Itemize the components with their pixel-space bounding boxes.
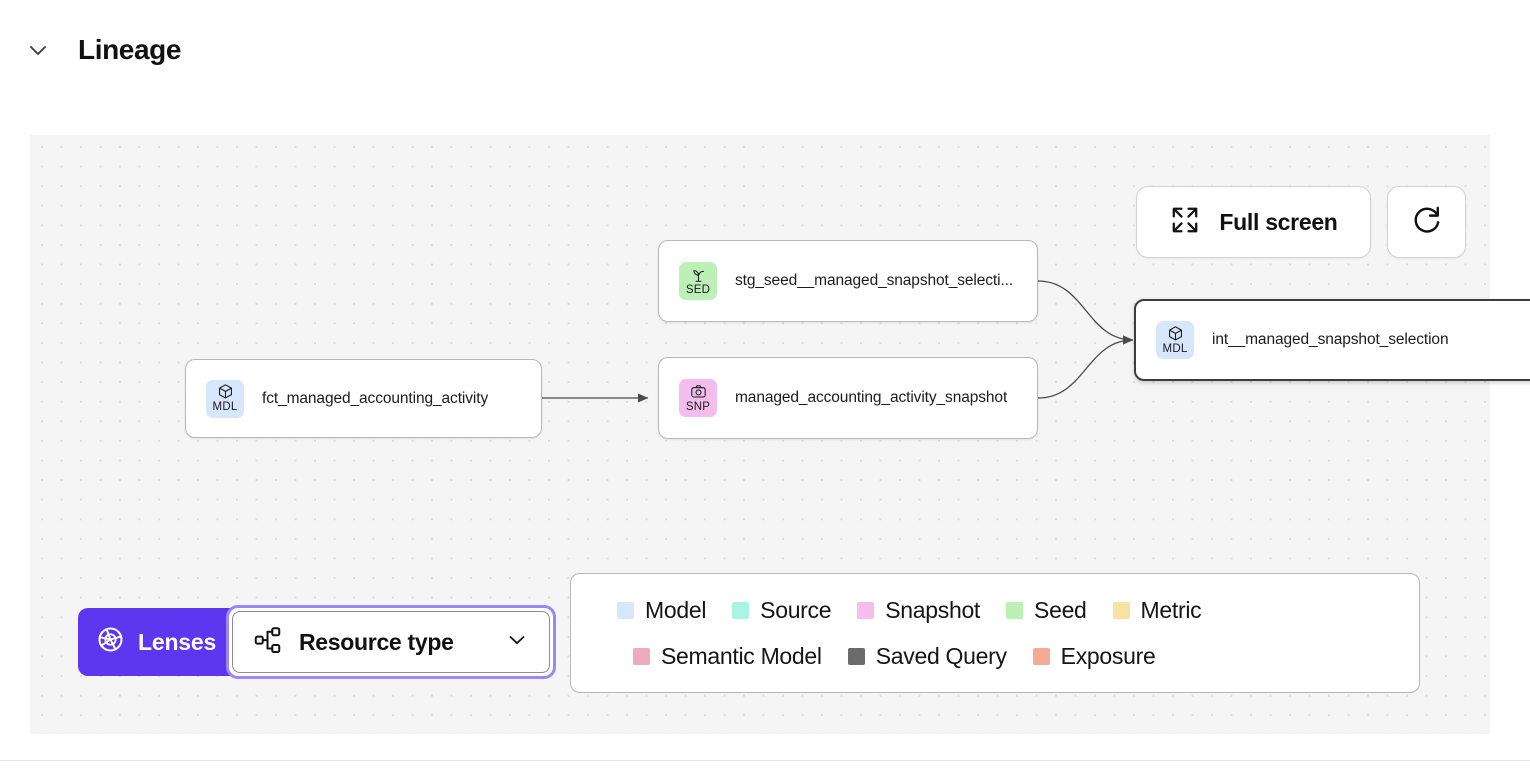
legend-swatch-snapshot xyxy=(857,601,875,619)
chevron-down-icon[interactable] xyxy=(16,38,60,62)
lineage-node-int-managed-snapshot-selection[interactable]: MDL int__managed_snapshot_selection xyxy=(1134,299,1530,381)
page-title: Lineage xyxy=(78,34,182,65)
refresh-icon xyxy=(1410,203,1444,242)
lineage-node-label: fct_managed_accounting_activity xyxy=(262,389,489,407)
lineage-section-header: Lineage xyxy=(0,22,181,78)
legend-label-snapshot: Snapshot xyxy=(885,596,981,623)
resource-type-dropdown[interactable]: Resource type xyxy=(232,611,550,673)
fullscreen-label: Full screen xyxy=(1219,208,1338,235)
canvas-action-bar: Full screen xyxy=(1136,186,1466,258)
refresh-button[interactable] xyxy=(1387,186,1466,258)
lineage-node-label: stg_seed__managed_snapshot_selecti... xyxy=(735,272,1014,289)
legend-row-secondary: Semantic Model Saved Query Exposure xyxy=(595,636,1395,676)
legend-item-seed: Seed xyxy=(1006,597,1087,624)
edge-seed-to-int xyxy=(1037,280,1134,345)
legend-item-model: Model xyxy=(617,597,706,624)
expand-arrows-icon xyxy=(1169,204,1201,241)
legend-label-model: Model xyxy=(645,596,707,623)
node-type-abbr: SNP xyxy=(685,400,711,413)
lineage-node-fct-managed-accounting-activity[interactable]: MDL fct_managed_accounting_activity xyxy=(185,359,542,438)
aperture-icon xyxy=(96,625,125,659)
legend-item-metric: Metric xyxy=(1112,596,1202,624)
legend-item-semantic-model: Semantic Model xyxy=(633,643,822,670)
lineage-graph-canvas[interactable]: MDL fct_managed_accounting_activity SED … xyxy=(30,135,1530,734)
legend-item-snapshot: Snapshot xyxy=(857,597,980,624)
legend-label-seed: Seed xyxy=(1034,596,1087,623)
lenses-button[interactable]: Lenses xyxy=(78,608,245,676)
node-type-abbr: MDL xyxy=(1162,342,1188,355)
legend-swatch-saved-query xyxy=(847,647,865,665)
legend-label-metric: Metric xyxy=(1140,596,1202,623)
resource-type-focus-ring[interactable]: Resource type xyxy=(226,605,556,679)
legend-swatch-exposure xyxy=(1032,647,1050,665)
camera-icon: SNP xyxy=(679,379,717,417)
legend-swatch-source xyxy=(732,601,750,619)
legend-row-primary: Model Source Snapshot Seed Metric xyxy=(595,590,1395,630)
node-tree-icon xyxy=(253,625,283,660)
node-type-abbr: MDL xyxy=(212,401,238,414)
legend-label-source: Source xyxy=(760,596,832,623)
chevron-down-icon xyxy=(505,628,529,657)
lineage-node-managed-accounting-activity-snapshot[interactable]: SNP managed_accounting_activity_snapshot xyxy=(658,357,1038,439)
cube-icon: MDL xyxy=(1156,321,1194,359)
edge-snapshot-to-int xyxy=(1037,335,1134,399)
legend-label-saved-query: Saved Query xyxy=(875,642,1007,669)
bottom-divider xyxy=(0,760,1530,761)
legend-item-source: Source xyxy=(732,596,832,624)
cube-icon: MDL xyxy=(206,379,244,418)
legend-swatch-seed xyxy=(1006,601,1024,619)
legend-item-exposure: Exposure xyxy=(1032,642,1156,670)
resource-type-label: Resource type xyxy=(299,628,454,655)
lineage-node-label: int__managed_snapshot_selection xyxy=(1212,331,1449,348)
lineage-legend: Model Source Snapshot Seed Metric S xyxy=(570,573,1420,693)
legend-label-semantic-model: Semantic Model xyxy=(661,642,822,669)
legend-swatch-model xyxy=(617,601,634,619)
legend-label-exposure: Exposure xyxy=(1060,642,1156,669)
fullscreen-button[interactable]: Full screen xyxy=(1136,186,1371,258)
node-type-abbr: SED xyxy=(685,283,711,296)
legend-swatch-metric xyxy=(1112,601,1130,619)
sprout-icon: SED xyxy=(679,262,717,300)
legend-swatch-semantic-model xyxy=(633,647,650,665)
legend-item-saved-query: Saved Query xyxy=(847,642,1007,670)
lineage-node-stg-seed-managed-snapshot-selection[interactable]: SED stg_seed__managed_snapshot_selecti..… xyxy=(658,240,1038,322)
lineage-node-label: managed_accounting_activity_snapshot xyxy=(735,389,1008,406)
lenses-label: Lenses xyxy=(138,628,217,655)
